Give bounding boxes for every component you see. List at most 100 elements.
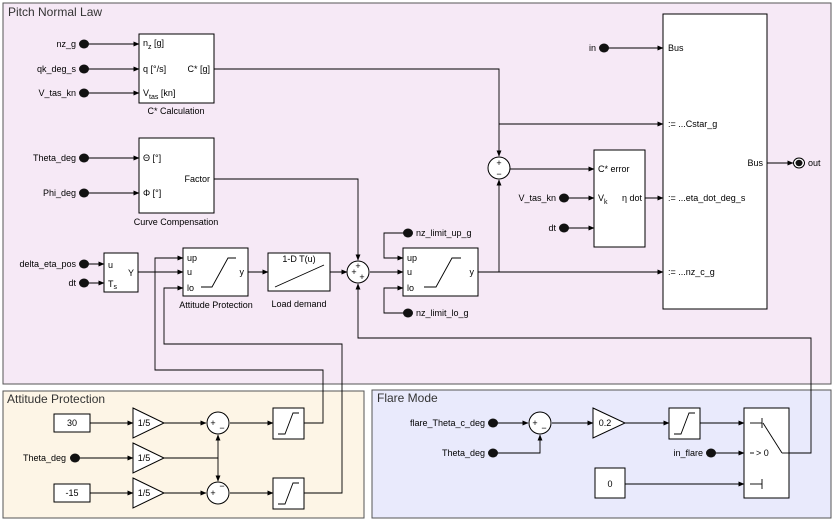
sum-sign: + [359,272,364,282]
port-label-eta-dot: η dot [622,193,643,203]
sum-sign: + [210,418,215,428]
gain-value: 1/5 [138,488,151,498]
gain-block-2[interactable]: 1/5 [132,442,166,474]
port-label-cstar-error: C* error [598,164,630,174]
inport-nz-limit-lo-g[interactable]: nz_limit_lo_g [403,308,469,318]
saturation-block-upper[interactable] [272,407,305,440]
saturation-icon [278,412,299,435]
port-label-ts: Ts [108,279,118,291]
inport-label: Theta_deg [33,153,76,163]
inport-label: flare_Theta_c_deg [410,418,485,428]
inport-label: Theta_deg [23,453,66,463]
inport-theta-deg-3[interactable]: Theta_deg [442,448,498,458]
block-name: C* Calculation [147,106,204,116]
inport-dt[interactable]: dt [68,278,89,288]
inport-label: dt [548,223,556,233]
gain-block-flare[interactable]: 0.2 [592,407,627,439]
inport-label: dt [68,278,76,288]
load-demand-lookup-block[interactable]: 1-D T(u) Load demand [267,252,331,309]
inport-label: Phi_deg [43,188,76,198]
bus-input-label: Bus [668,43,684,53]
port-label-v-tas: Vtas [kn] [143,88,175,101]
port-label-y: y [240,267,245,277]
constant-value: -15 [65,488,78,498]
constant-0-block[interactable]: 0 [594,467,626,499]
inport-v-tas-kn[interactable]: V_tas_kn [38,88,89,98]
constant-value: 30 [67,418,77,428]
port-label-up: up [407,253,417,263]
lookup-curve-icon [274,264,325,288]
port-label-u: u [187,267,192,277]
bus-output-label: Bus [747,158,763,168]
gain-value: 1/5 [138,453,151,463]
sum-sign: + [496,158,501,168]
inport-label: nz_limit_up_g [416,228,472,238]
sum-block-cstar[interactable]: + − [487,156,511,180]
port-label-lo: lo [407,283,414,293]
pitch-normal-law-title: Pitch Normal Law [8,5,102,19]
nz-saturation-block[interactable]: up u lo y [402,247,479,297]
port-label-q: q [°/s] [143,64,166,74]
gain-block-3[interactable]: 1/5 [132,477,166,509]
inport-label: delta_eta_pos [19,259,76,269]
inport-delta-eta-pos[interactable]: delta_eta_pos [19,259,89,269]
switch-condition: > 0 [756,448,769,458]
sum-sign: + [532,418,537,428]
integrator-block[interactable]: u Ts Y [103,252,139,293]
saturation-block-flare[interactable] [668,407,701,440]
port-label-y: y [470,267,475,277]
gain-value: 1/5 [138,418,151,428]
inport-flare-theta-c-deg[interactable]: flare_Theta_c_deg [410,418,498,428]
cstar-error-block[interactable]: C* error Vk η dot [593,149,646,248]
inport-in[interactable]: in [589,43,609,53]
constant-30-block[interactable]: 30 [53,413,91,433]
inport-in-flare[interactable]: in_flare [673,448,716,458]
inport-theta-deg[interactable]: Theta_deg [33,153,89,163]
flare-mode-title: Flare Mode [377,391,438,405]
inport-label: V_tas_kn [38,88,76,98]
port-label-u: u [407,267,412,277]
inport-theta-deg-2[interactable]: Theta_deg [23,453,80,463]
bus-field-cstar: := ...Cstar_g [668,119,717,129]
inport-nz-g[interactable]: nz_g [56,39,89,49]
sum-block-flare[interactable]: + − [528,411,552,435]
inport-label: qk_deg_s [37,64,77,74]
sum-sign: + [210,488,215,498]
sum-sign: − [219,481,224,491]
constant-minus15-block[interactable]: -15 [53,483,91,503]
attitude-protection-title: Attitude Protection [7,392,105,406]
inport-label: in_flare [673,448,703,458]
port-label-factor: Factor [184,174,210,184]
signal-lines [76,41,812,496]
sum-block-upper-limit[interactable]: + − [206,411,230,435]
cstar-calculation-block[interactable]: nz [g] q [°/s] Vtas [kn] C* [g] C* Calcu… [138,33,215,116]
inport-qk-deg-s[interactable]: qk_deg_s [37,64,89,74]
inport-label: Theta_deg [442,448,485,458]
sum-block-lower-limit[interactable]: + − [206,481,230,505]
attitude-protection-saturation-block[interactable]: up u lo y Attitude Protection [179,247,253,310]
sum-block-load[interactable]: + + + [346,260,370,284]
sum-sign: + [355,261,360,271]
inport-label: nz_limit_lo_g [416,308,469,318]
saturation-icon [424,257,461,288]
outport-out[interactable]: out [793,157,822,169]
switch-icon [762,422,783,454]
inport-phi-deg[interactable]: Phi_deg [43,188,89,198]
port-label-vk: Vk [598,193,608,206]
gain-block-1[interactable]: 1/5 [132,407,166,439]
saturation-block-lower[interactable] [272,477,305,510]
saturation-icon [674,412,695,435]
saturation-icon [201,257,236,288]
bus-field-eta-dot: := ...eta_dot_deg_s [668,193,746,203]
port-label-nz: nz [g] [143,38,164,51]
switch-block[interactable]: > 0 [743,407,790,499]
curve-compensation-block[interactable]: Θ [°] Φ [°] Factor Curve Compensation [134,137,219,227]
sum-sign: − [219,423,224,433]
port-label-theta: Θ [°] [143,153,161,163]
inport-nz-limit-up-g[interactable]: nz_limit_up_g [403,228,472,238]
inport-dt-2[interactable]: dt [548,223,569,233]
bus-assignment-block[interactable]: Bus := ...Cstar_g := ...eta_dot_deg_s :=… [662,13,768,310]
sum-sign: + [351,267,356,277]
block-name: Attitude Protection [179,300,253,310]
inport-v-tas-kn-2[interactable]: V_tas_kn [518,193,569,203]
